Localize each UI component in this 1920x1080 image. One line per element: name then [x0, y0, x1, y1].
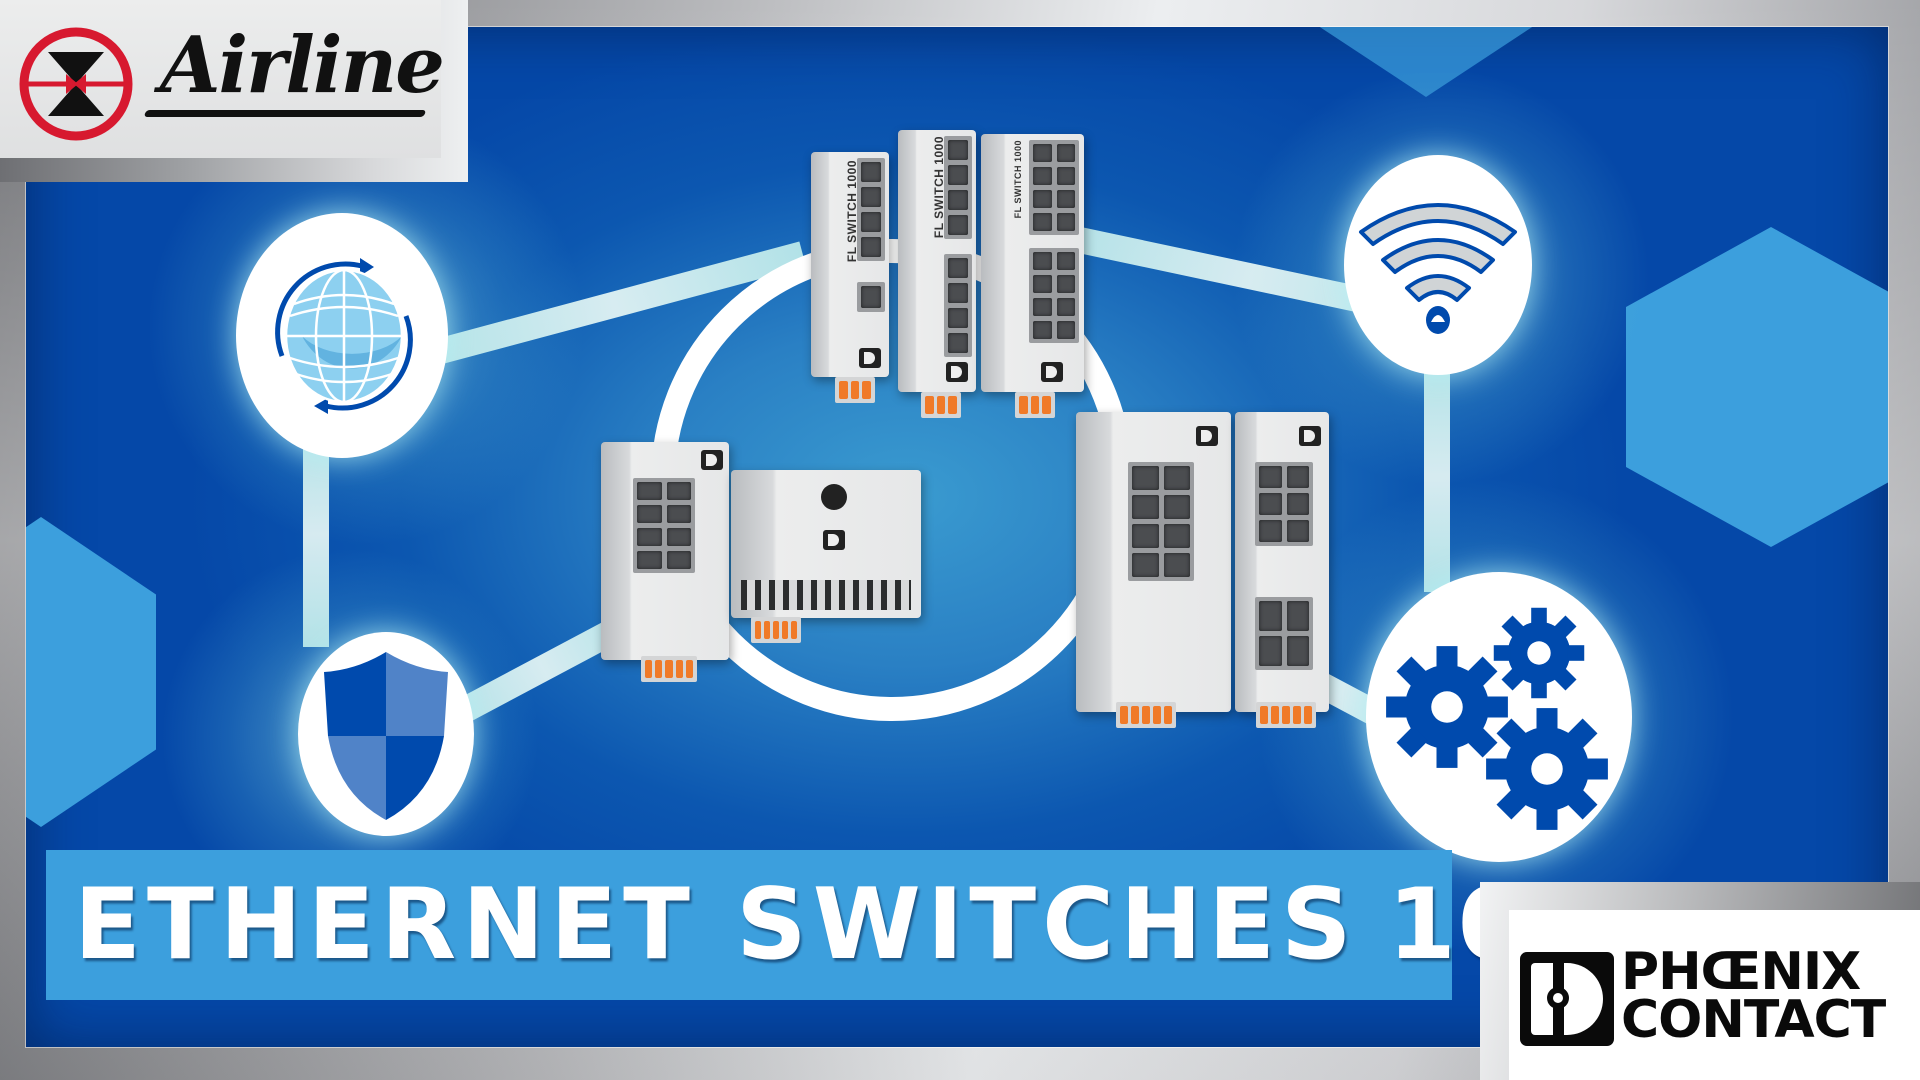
switch-device: FL SWITCH 1000 [898, 130, 976, 392]
wifi-node [1344, 155, 1532, 375]
globe-node [236, 213, 448, 458]
switch-group-left [571, 442, 1011, 682]
switch-group-right [1046, 412, 1346, 742]
connector-line [1424, 362, 1450, 592]
bg-hexagon [26, 517, 156, 827]
switch-device: FL SWITCH 1000 [811, 152, 889, 377]
title-text: ETHERNET SWITCHES [74, 868, 1358, 982]
title-banner: ETHERNET SWITCHES 101 [46, 850, 1596, 1000]
switch-device: FL SWITCH 1000 [981, 134, 1084, 392]
switch-device [731, 470, 921, 618]
phoenix-contact-logo: PHŒNIX CONTACT [1509, 910, 1920, 1080]
main-panel: FL SWITCH 1000 FL SWITCH 1000 FL SWITCH … [26, 27, 1888, 1047]
device-label: FL SWITCH 1000 [1013, 140, 1023, 219]
airline-underline [143, 110, 427, 117]
switch-device [601, 442, 729, 660]
bg-hexagon [1626, 227, 1888, 547]
switch-device [1076, 412, 1231, 712]
airline-logo: Airline [0, 0, 445, 158]
gears-icon [1386, 607, 1608, 830]
switch-group-top: FL SWITCH 1000 FL SWITCH 1000 FL SWITCH … [781, 122, 1111, 422]
phoenix-logo-frame: PHŒNIX CONTACT [1480, 882, 1920, 1080]
airline-logo-frame: Airline [0, 0, 468, 182]
airline-wordmark: Airline [160, 20, 445, 111]
globe-refresh-icon [275, 257, 413, 414]
phoenix-line1: PHŒNIX [1621, 942, 1861, 1002]
phoenix-line2: CONTACT [1621, 990, 1886, 1050]
phoenix-mark-icon [1520, 952, 1614, 1046]
gears-node [1366, 572, 1632, 862]
airline-mark-icon [19, 27, 133, 141]
switch-device [1235, 412, 1329, 712]
wifi-icon [1359, 203, 1517, 334]
security-shield-icon [324, 652, 448, 820]
shield-node [298, 632, 474, 836]
